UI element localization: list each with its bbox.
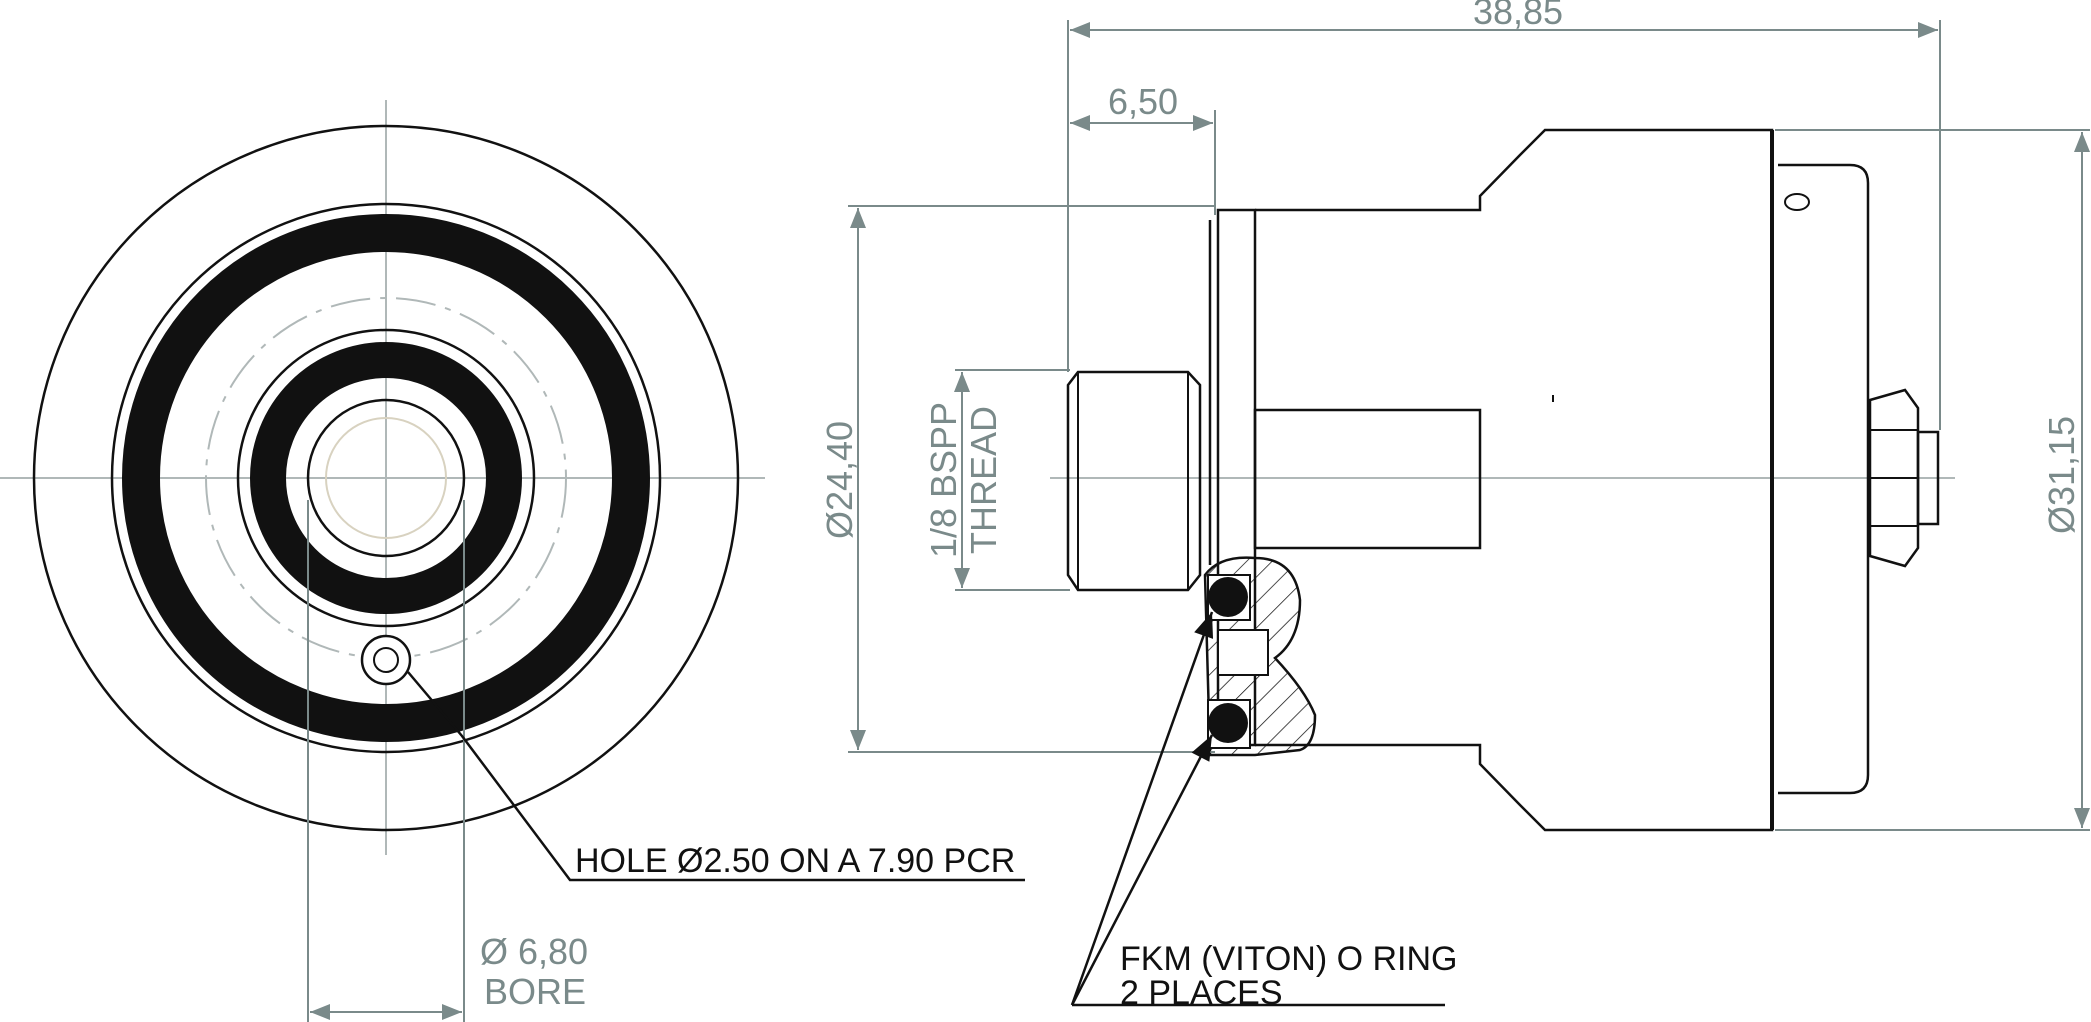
oring-leader-lower [1070,734,1214,1006]
thread-label-line1: 1/8 BSPP [923,402,964,558]
hole-outer [360,634,412,686]
bore-circle [306,398,466,558]
bore-label: BORE [484,971,586,1012]
rear-cap-outline [1778,163,1870,795]
oring-note-line2: 2 PLACES [1120,974,1283,1012]
bore-inner-circle [325,417,447,539]
outer-dark-ring [122,214,650,742]
hole-inner [373,647,399,673]
hole-note: HOLE Ø2.50 ON A 7.90 PCR [575,842,1015,880]
internal-pocket [1253,408,1482,550]
inner-dark-ring [250,342,522,614]
hex-nut-stud [1916,430,1940,526]
hole-leader-line [407,671,1025,882]
body-circle [110,202,662,754]
dia31-label: Ø31,15 [2041,416,2082,534]
oring-lower [1208,703,1248,743]
spigot-length-label: 6,50 [1108,81,1178,122]
oring-leader-upper [1070,611,1214,1006]
intermediate-circle [236,328,536,628]
dia24-label: Ø24,40 [819,421,860,539]
oring-upper [1208,577,1248,617]
front-view: Ø 6,80 BORE HOLE Ø2.50 ON A 7.90 PCR [0,100,1025,1022]
hex-nut-outline [1868,388,1920,568]
thread-label-line2: THREAD [963,406,1004,554]
side-view: 38,85 6,50 Ø24,40 1/8 BSPP THREAD Ø31,15… [819,0,2090,1012]
bore-diameter-label: Ø 6,80 [480,931,588,972]
main-body-outline [1255,128,1774,832]
rear-cap-pin [1784,193,1810,211]
section-channel [1217,629,1269,676]
thread-spigot-outline [1066,370,1202,592]
outer-flange-circle [32,124,740,832]
overall-length-label: 38,85 [1473,0,1563,32]
oring-note-line1: FKM (VITON) O RING [1120,940,1457,978]
